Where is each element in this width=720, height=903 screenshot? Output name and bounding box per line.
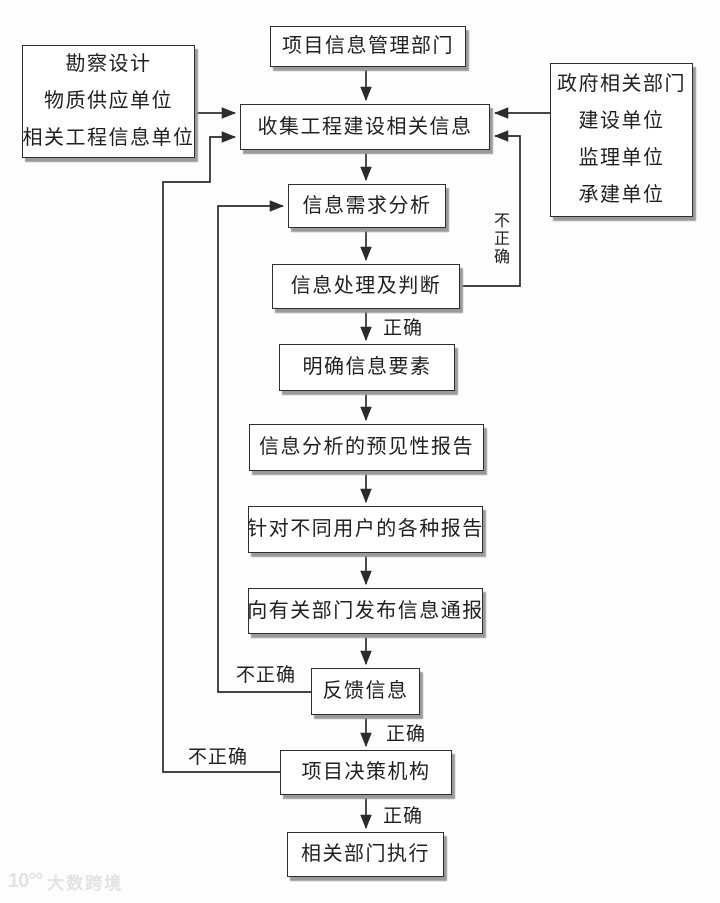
- node-decision-body-label: 项目决策机构: [301, 761, 431, 783]
- node-left-sources: 勘察设计 物质供应单位 相关工程信息单位: [22, 45, 195, 158]
- right-sources-line-4: 承建单位: [578, 184, 665, 206]
- node-user-reports: 针对不同用户的各种报告: [247, 506, 484, 553]
- left-sources-line-1: 勘察设计: [65, 53, 152, 75]
- node-clarify-elements-label: 明确信息要素: [302, 356, 432, 378]
- edge-feedback-incorrect-loop: [217, 200, 311, 693]
- node-notify-departments-label: 向有关部门发布信息通报: [247, 599, 484, 622]
- watermark-logo-icon: 10°°: [8, 870, 43, 892]
- node-feedback-info-label: 反馈信息: [322, 680, 409, 702]
- left-sources-line-2: 物质供应单位: [44, 90, 173, 112]
- node-execute-departments-label: 相关部门执行: [301, 843, 430, 865]
- node-forecast-report: 信息分析的预见性报告: [249, 424, 484, 471]
- edge-label-incorrect-decision-loop: 不正确: [188, 747, 249, 768]
- edge-label-correct-after-feedback: 正确: [386, 724, 427, 745]
- node-project-info-dept-label: 项目信息管理部门: [282, 35, 454, 57]
- right-sources-line-2: 建设单位: [578, 110, 665, 132]
- node-forecast-report-label: 信息分析的预见性报告: [259, 436, 474, 458]
- node-collect-info-label: 收集工程建设相关信息: [257, 115, 473, 138]
- edge-decision-incorrect-loop: [162, 131, 280, 773]
- edge-process-incorrect-loop: [460, 130, 521, 287]
- node-collect-info: 收集工程建设相关信息: [240, 104, 490, 150]
- node-demand-analysis-label: 信息需求分析: [302, 194, 432, 217]
- node-project-info-dept: 项目信息管理部门: [270, 26, 466, 67]
- left-sources-line-3: 相关工程信息单位: [22, 127, 195, 149]
- node-decision-body: 项目决策机构: [280, 750, 452, 795]
- node-demand-analysis: 信息需求分析: [288, 184, 446, 228]
- node-execute-departments: 相关部门执行: [287, 832, 444, 877]
- edge-label-correct-after-process: 正确: [383, 318, 424, 339]
- watermark: 10°° 大数跨境: [8, 869, 123, 894]
- node-process-judge: 信息处理及判断: [272, 264, 460, 309]
- right-sources-line-3: 监理单位: [578, 147, 665, 169]
- node-clarify-elements: 明确信息要素: [279, 344, 455, 391]
- node-feedback-info: 反馈信息: [311, 668, 420, 715]
- node-notify-departments: 向有关部门发布信息通报: [247, 588, 484, 634]
- edge-label-incorrect-process-loop: 不正确: [491, 212, 508, 266]
- node-process-judge-label: 信息处理及判断: [290, 275, 442, 297]
- node-right-sources: 政府相关部门 建设单位 监理单位 承建单位: [550, 63, 693, 217]
- node-user-reports-label: 针对不同用户的各种报告: [247, 518, 484, 540]
- edge-label-correct-after-decision: 正确: [383, 806, 424, 827]
- watermark-brand: 大数跨境: [47, 874, 124, 893]
- edge-label-incorrect-feedback-loop: 不正确: [236, 665, 297, 686]
- right-sources-line-1: 政府相关部门: [557, 73, 686, 95]
